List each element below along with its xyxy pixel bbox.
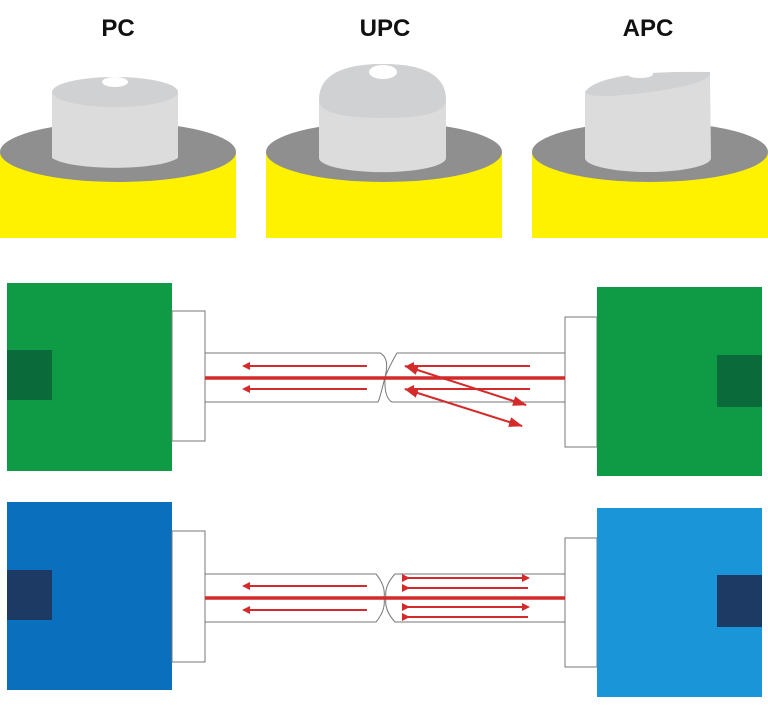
left-flange — [171, 310, 206, 442]
left-port — [7, 570, 52, 620]
apc-connector — [532, 70, 768, 238]
reflection-arrows — [242, 574, 530, 621]
reflection-arrows — [242, 362, 530, 427]
left-port — [7, 350, 52, 400]
left-flange — [171, 530, 206, 663]
upc-reflection-diagram — [7, 502, 762, 697]
label-apc: APC — [623, 15, 674, 42]
label-pc: PC — [101, 15, 134, 42]
pc-connector — [0, 77, 236, 238]
apc-reflection-diagram — [7, 283, 762, 476]
label-upc: UPC — [360, 15, 411, 42]
right-flange — [564, 316, 598, 448]
right-port — [717, 355, 762, 407]
right-flange — [564, 537, 598, 668]
upc-connector — [266, 64, 502, 238]
right-port — [717, 575, 762, 627]
